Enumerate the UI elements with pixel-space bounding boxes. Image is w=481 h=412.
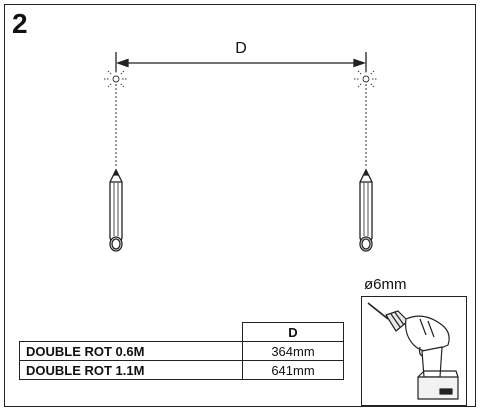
step-number: 2: [12, 8, 28, 39]
table-header-row: D: [20, 322, 344, 342]
dimension-line: [115, 52, 367, 72]
table-header-d: D: [242, 322, 344, 342]
pencil-left-icon: [109, 168, 123, 252]
pencil-right-icon: [359, 168, 373, 252]
table-cell-model: DOUBLE ROT 1.1M: [19, 360, 243, 380]
table-cell-distance: 641mm: [242, 360, 344, 380]
table-cell-model: DOUBLE ROT 0.6M: [19, 341, 243, 361]
drill-mark-right-icon: [354, 68, 378, 88]
drill-mark-left-icon: [104, 68, 128, 88]
distance-table: D DOUBLE ROT 0.6M 364mm DOUBLE ROT 1.1M …: [19, 322, 344, 380]
table-row: DOUBLE ROT 0.6M 364mm: [19, 341, 344, 361]
cordless-drill-icon: [367, 302, 459, 400]
drill-illustration-box: [361, 296, 467, 406]
drill-bit-size-label: ø6mm: [364, 276, 407, 293]
table-cell-distance: 364mm: [242, 341, 344, 361]
figure-frame: [4, 4, 476, 407]
table-row: DOUBLE ROT 1.1M 641mm: [19, 360, 344, 380]
table-header-blank: [20, 323, 243, 342]
dimension-label: D: [235, 40, 247, 57]
